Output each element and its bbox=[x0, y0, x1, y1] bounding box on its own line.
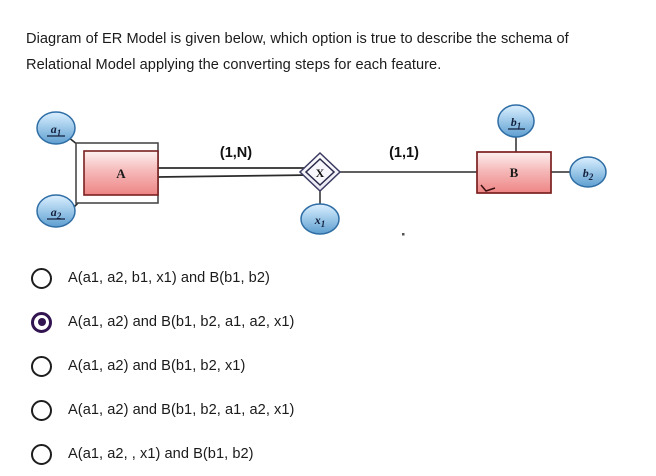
option-row-4[interactable]: A(a1, a2) and B(b1, b2, a1, a2, x1) bbox=[26, 388, 626, 432]
attribute-a2-label: a2 bbox=[51, 205, 62, 221]
option-label-1: A(a1, a2, b1, x1) and B(b1, b2) bbox=[68, 270, 270, 286]
radio-button-option-2[interactable] bbox=[31, 311, 52, 333]
radio-button-option-5[interactable] bbox=[31, 443, 52, 465]
attribute-b2-label: b2 bbox=[583, 166, 594, 182]
question-text: Diagram of ER Model is given below, whic… bbox=[26, 31, 569, 73]
attribute-b2-ellipse bbox=[569, 156, 607, 188]
option-label-5: A(a1, a2, , x1) and B(b1, b2) bbox=[68, 446, 254, 462]
radio-button-option-4[interactable] bbox=[31, 399, 52, 421]
attribute-b1-label: b1 bbox=[511, 115, 522, 131]
option-row-1[interactable]: A(a1, a2, b1, x1) and B(b1, b2) bbox=[26, 256, 626, 300]
answer-options-list: A(a1, a2, b1, x1) and B(b1, b2) A(a1, a2… bbox=[26, 256, 626, 476]
radio-button-option-1[interactable] bbox=[31, 267, 52, 289]
attribute-x1-ellipse bbox=[300, 203, 340, 235]
edge-entity-a-to-relationship-lower bbox=[157, 174, 313, 178]
option-label-2: A(a1, a2) and B(b1, b2, a1, a2, x1) bbox=[68, 314, 295, 330]
attribute-a1-label: a1 bbox=[51, 122, 62, 138]
er-diagram: A a1 a2 X x1 B b1 bbox=[0, 95, 656, 245]
cardinality-label-a-x: (1,N) bbox=[220, 145, 252, 161]
option-label-4: A(a1, a2) and B(b1, b2, a1, a2, x1) bbox=[68, 402, 295, 418]
scan-speck bbox=[402, 233, 405, 236]
radio-button-option-3[interactable] bbox=[31, 355, 52, 377]
option-label-3: A(a1, a2) and B(b1, b2, x1) bbox=[68, 358, 246, 374]
entity-a-label: A bbox=[116, 166, 126, 181]
relationship-x-label: X bbox=[316, 166, 325, 180]
entity-a-inner-rect bbox=[83, 150, 159, 196]
entity-b-scan-artifact bbox=[480, 184, 496, 192]
option-row-2[interactable]: A(a1, a2) and B(b1, b2, a1, a2, x1) bbox=[26, 300, 626, 344]
attribute-x1-label: x1 bbox=[314, 213, 326, 229]
entity-b-label: B bbox=[510, 165, 519, 180]
entity-b-rect bbox=[476, 151, 552, 194]
er-diagram-canvas: A a1 a2 X x1 B b1 bbox=[36, 104, 607, 236]
relationship-x-inner-diamond bbox=[304, 157, 336, 187]
option-row-3[interactable]: A(a1, a2) and B(b1, b2, x1) bbox=[26, 344, 626, 388]
cardinality-label-x-b: (1,1) bbox=[389, 145, 419, 161]
option-row-5[interactable]: A(a1, a2, , x1) and B(b1, b2) bbox=[26, 432, 626, 476]
attribute-a1-ellipse bbox=[36, 111, 76, 145]
attribute-a2-ellipse bbox=[36, 194, 76, 228]
